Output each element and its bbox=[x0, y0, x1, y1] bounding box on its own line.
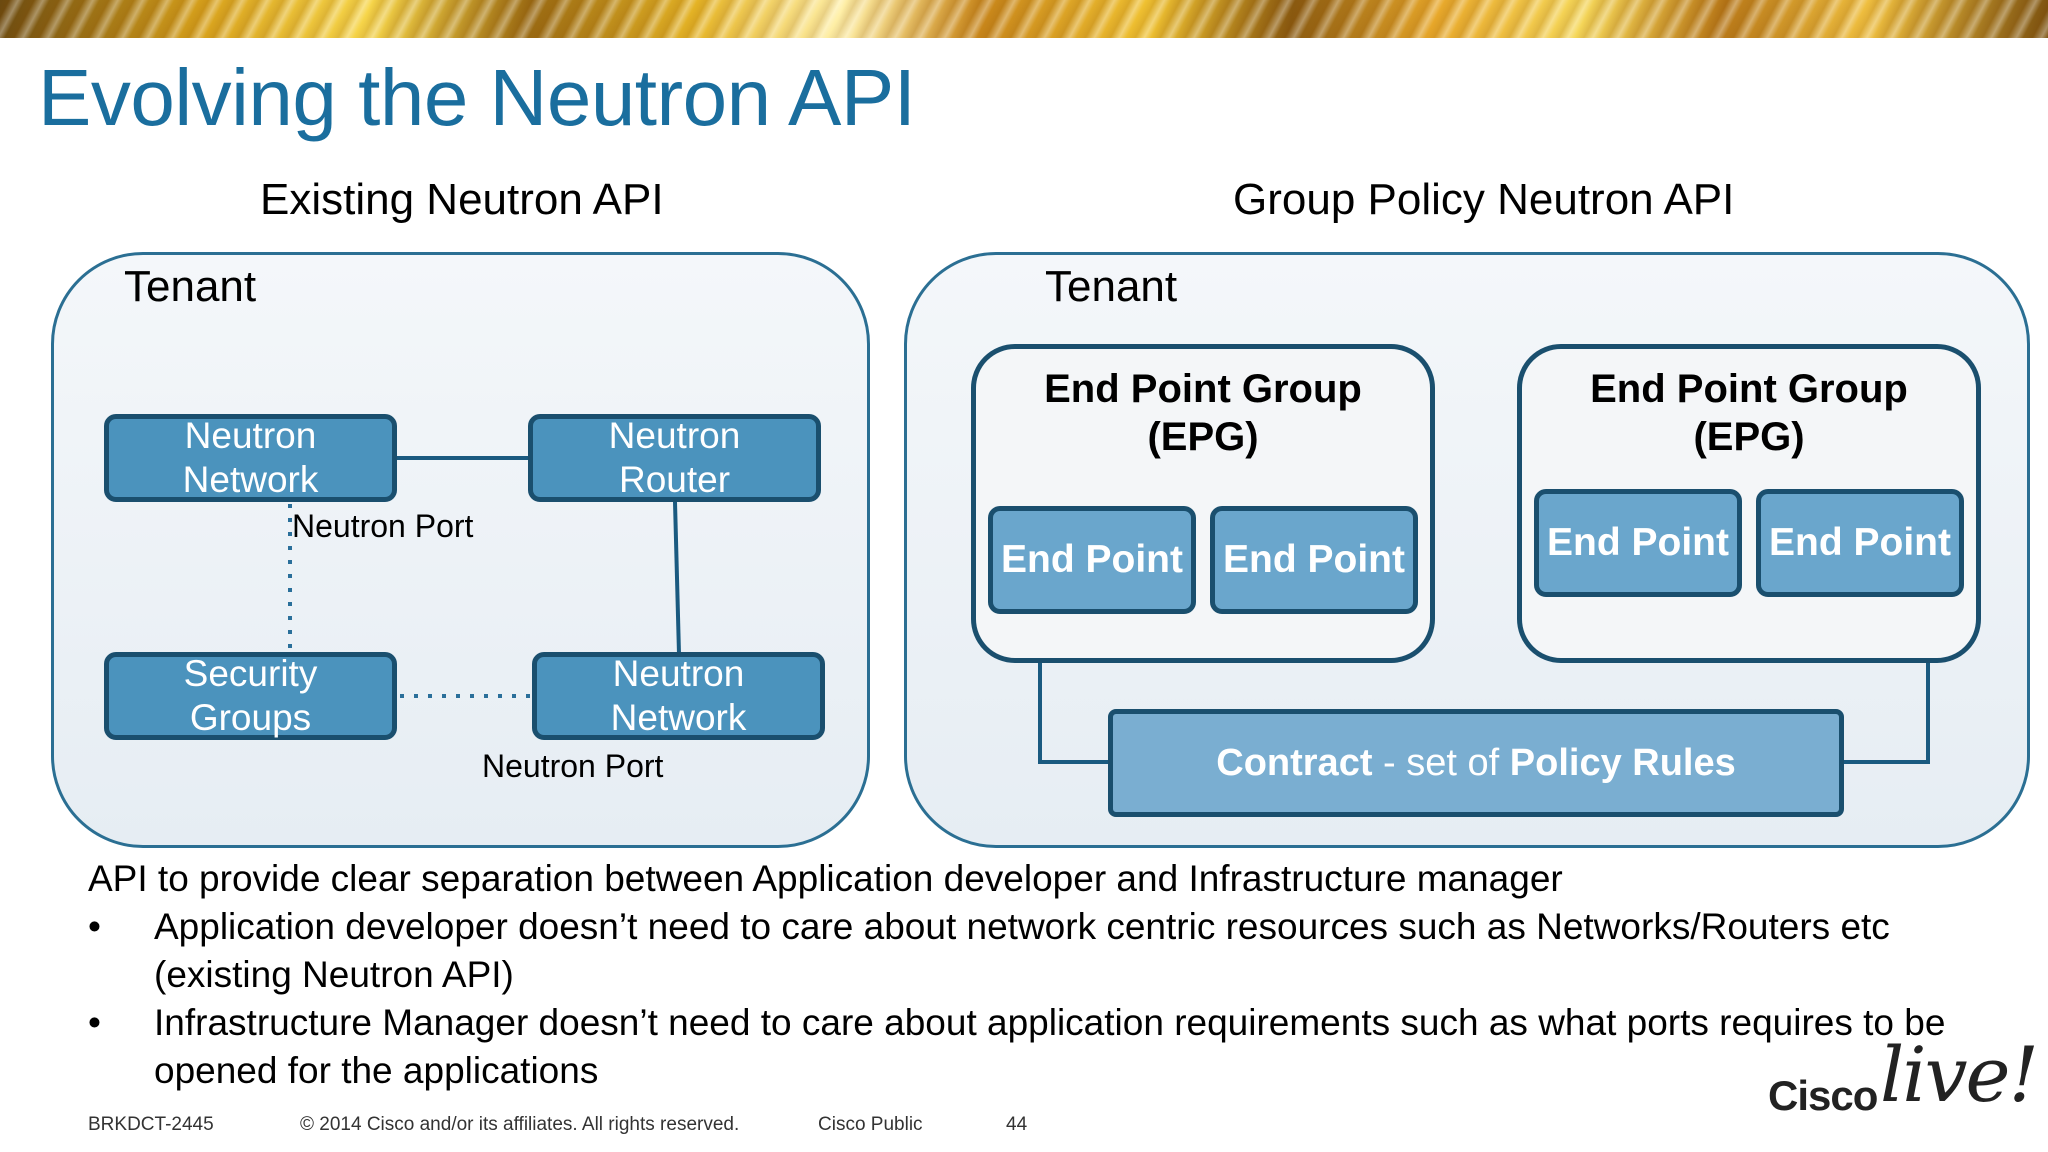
contract-policy-rules: Contract - set of Policy Rules bbox=[1108, 709, 1844, 817]
group-policy-api-heading: Group Policy Neutron API bbox=[1233, 175, 1735, 224]
node-label-line1: Neutron bbox=[184, 414, 317, 456]
node-label-line1: Security bbox=[183, 652, 318, 694]
end-point-2a: End Point bbox=[1534, 489, 1742, 597]
contract-connector-text: - set of bbox=[1372, 741, 1510, 784]
neutron-port-label-bottom: Neutron Port bbox=[482, 748, 664, 784]
end-point-1a: End Point bbox=[988, 506, 1196, 614]
epg-title: End Point Group (EPG) bbox=[976, 365, 1430, 461]
bullet-item: • Application developer doesn’t need to … bbox=[88, 903, 2008, 999]
body-text: API to provide clear separation between … bbox=[88, 855, 2008, 1095]
bullet-dot: • bbox=[88, 906, 101, 947]
end-point-1b: End Point bbox=[1210, 506, 1418, 614]
epg-title: End Point Group (EPG) bbox=[1522, 365, 1976, 461]
neutron-network-top-node: Neutron Network bbox=[104, 414, 397, 502]
footer-page-number: 44 bbox=[1006, 1114, 1028, 1135]
node-label-line1: Neutron bbox=[608, 414, 741, 456]
epg-title-line2: (EPG) bbox=[1147, 415, 1259, 459]
epg-title-line1: End Point Group bbox=[1044, 367, 1362, 411]
bullet-text: Application developer doesn’t need to ca… bbox=[154, 906, 1890, 995]
contract-label: Contract bbox=[1216, 741, 1373, 784]
header-banner bbox=[0, 0, 2048, 38]
node-label-line2: Network bbox=[182, 459, 319, 500]
left-tenant-container bbox=[51, 252, 870, 848]
logo-brand-text: Cisco bbox=[1768, 1072, 1878, 1119]
bullet-text: Infrastructure Manager doesn’t need to c… bbox=[154, 1002, 1946, 1091]
body-lead-sentence: API to provide clear separation between … bbox=[88, 858, 1563, 899]
node-label-line1: Neutron bbox=[612, 652, 745, 694]
neutron-router-node: Neutron Router bbox=[528, 414, 821, 502]
neutron-port-label-top: Neutron Port bbox=[292, 508, 474, 544]
neutron-network-bottom-node: Neutron Network bbox=[532, 652, 825, 740]
footer-copyright: © 2014 Cisco and/or its affiliates. All … bbox=[300, 1114, 740, 1135]
logo-event-text: live! bbox=[1880, 1030, 2039, 1119]
epg-title-line2: (EPG) bbox=[1693, 415, 1805, 459]
right-tenant-label: Tenant bbox=[1045, 262, 1178, 311]
end-point-group-1: End Point Group (EPG) bbox=[971, 344, 1435, 663]
left-tenant-label: Tenant bbox=[124, 262, 257, 311]
node-label-line2: Network bbox=[610, 697, 747, 738]
cisco-live-logo: Cisco live! bbox=[1768, 1030, 2039, 1120]
node-label-line2: Router bbox=[618, 459, 731, 500]
footer-session-id: BRKDCT-2445 bbox=[88, 1114, 214, 1135]
existing-api-heading: Existing Neutron API bbox=[260, 175, 664, 224]
security-groups-node: Security Groups bbox=[104, 652, 397, 740]
end-point-2b: End Point bbox=[1756, 489, 1964, 597]
bullet-item: • Infrastructure Manager doesn’t need to… bbox=[88, 999, 2008, 1095]
epg-title-line1: End Point Group bbox=[1590, 367, 1908, 411]
bullet-dot: • bbox=[88, 1002, 101, 1043]
node-label-line2: Groups bbox=[189, 697, 312, 738]
policy-rules-label: Policy Rules bbox=[1509, 741, 1736, 784]
footer-classification: Cisco Public bbox=[818, 1114, 923, 1135]
slide-title: Evolving the Neutron API bbox=[38, 53, 916, 142]
